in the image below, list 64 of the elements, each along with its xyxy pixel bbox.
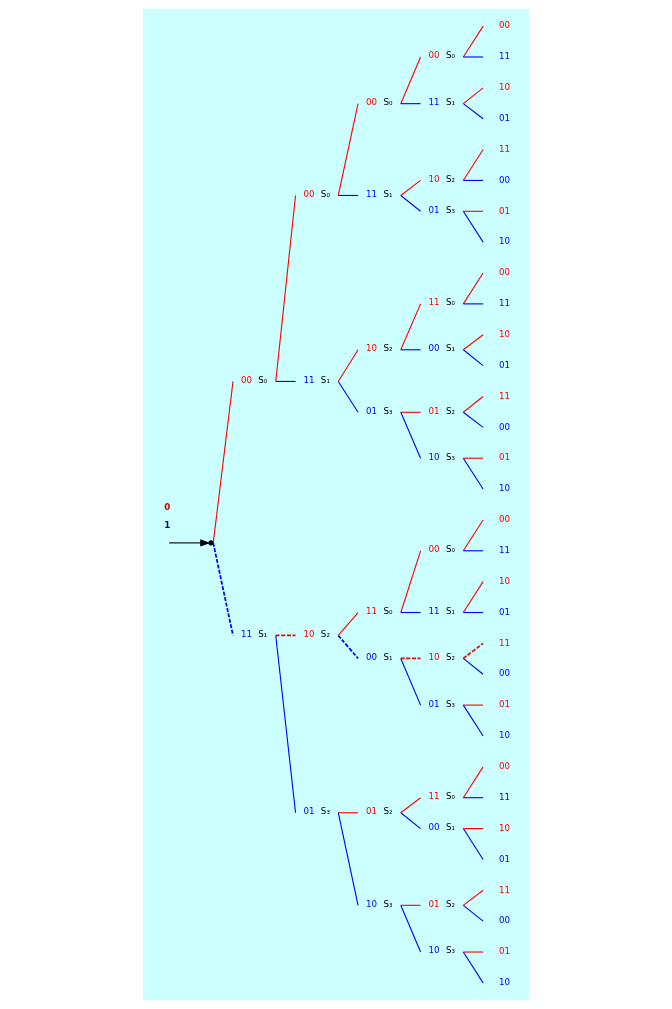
node-text: 00 S₀ xyxy=(240,374,268,385)
node-text: 00 xyxy=(498,668,510,679)
node-text: 01 xyxy=(498,853,510,864)
node-text: 10 xyxy=(498,822,510,833)
node-text: 00 S₀ xyxy=(365,97,393,108)
node-text: 00 S₀ xyxy=(428,544,455,555)
node-text: 11 xyxy=(498,51,510,62)
node-text: 10 S₃ xyxy=(428,451,455,462)
node-text: 11 xyxy=(498,390,510,401)
node-text: 00 xyxy=(498,20,510,31)
node-text: 01 xyxy=(498,205,510,216)
node-text: 10 xyxy=(498,730,510,741)
node-text: 11 S₀ xyxy=(428,297,455,308)
node-text: 01 S₃ xyxy=(365,405,393,416)
node-text: 01 S₃ xyxy=(303,806,330,817)
node-text: 10 xyxy=(498,483,510,494)
node-text: 01 xyxy=(498,359,510,370)
node-text: 11 S₀ xyxy=(428,791,455,802)
legend-label: 0 xyxy=(164,502,171,513)
node-text: 10 xyxy=(498,575,510,586)
node-text: 10 xyxy=(498,236,510,247)
node-text: 11 xyxy=(498,791,510,802)
node-text: 01 xyxy=(498,946,510,957)
node-text: 10 xyxy=(498,328,510,339)
node-text: 01 S₃ xyxy=(428,698,455,709)
node-text: 00 S₁ xyxy=(428,821,455,832)
node-text: 10 S₂ xyxy=(428,651,455,662)
node-text: 00 xyxy=(498,514,510,525)
node-text: 11 xyxy=(498,884,510,895)
node-text: 00 xyxy=(498,915,510,926)
node-text: 00 S₁ xyxy=(428,343,455,354)
node-text: 01 xyxy=(498,699,510,710)
node-text: 00 xyxy=(498,174,510,185)
node-text: 10 S₂ xyxy=(428,173,455,184)
node-text: 11 xyxy=(498,545,510,556)
node-text: 01 xyxy=(498,112,510,123)
node-text: 01 S₂ xyxy=(428,405,455,416)
node-text: 11 S₁ xyxy=(303,374,330,385)
node-text: 11 xyxy=(498,143,510,154)
node-text: 00 S₀ xyxy=(428,50,455,61)
node-text: 10 S₃ xyxy=(365,898,393,909)
node-text: 01 xyxy=(498,606,510,617)
node-text: 01 S₂ xyxy=(428,898,455,909)
node-text: 01 S₂ xyxy=(365,806,393,817)
node-text: 00 xyxy=(498,421,510,432)
node-text: 10 xyxy=(498,82,510,93)
node-text: 00 xyxy=(498,267,510,278)
node-text: 11 xyxy=(498,298,510,309)
node-text: 01 xyxy=(498,452,510,463)
node-text: 10 xyxy=(498,977,510,988)
node-text: 00 S₀ xyxy=(303,188,330,199)
node-text: 10 S₃ xyxy=(428,945,455,956)
node-text: 11 S₀ xyxy=(365,605,393,616)
node-text: 11 S₁ xyxy=(428,97,455,108)
legend-label: 1 xyxy=(164,519,171,530)
node-text: 11 S₁ xyxy=(365,188,393,199)
node-text: 11 xyxy=(498,637,510,648)
node-text: 00 xyxy=(498,761,510,772)
node-text: 11 S₁ xyxy=(240,628,268,639)
node-text: 00 S₁ xyxy=(365,651,393,662)
node-text: 10 S₂ xyxy=(303,628,330,639)
node-text: 01 S₃ xyxy=(428,204,455,215)
node-text: 11 S₁ xyxy=(428,605,455,616)
node-text: 10 S₂ xyxy=(365,343,393,354)
